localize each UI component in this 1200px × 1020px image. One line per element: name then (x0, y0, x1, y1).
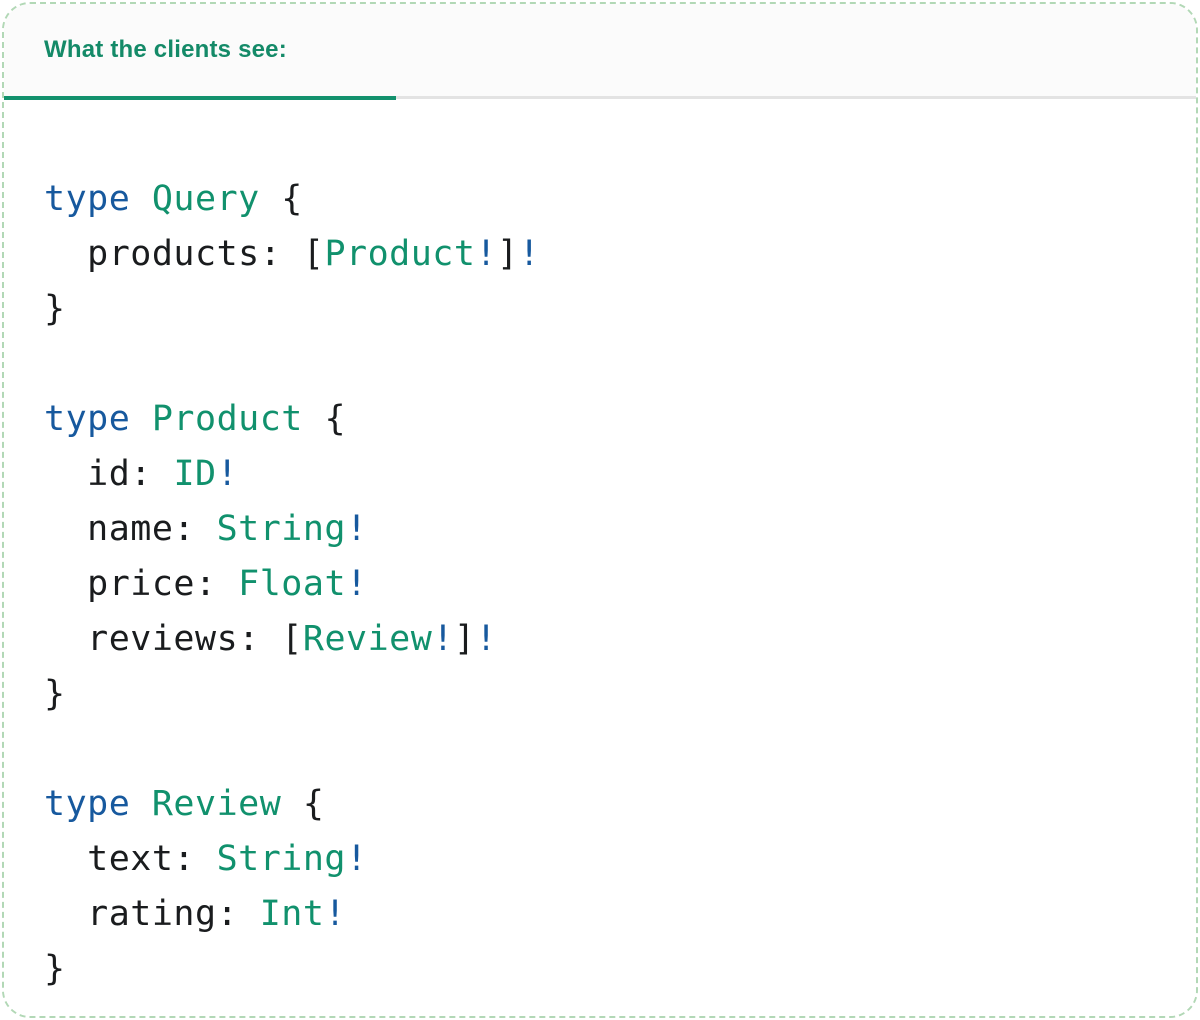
code-token: ! (346, 839, 368, 879)
code-line (44, 337, 1156, 392)
code-line: } (44, 282, 1156, 337)
code-token: Float (238, 564, 347, 604)
code-line: } (44, 942, 1156, 997)
code-token: } (44, 289, 66, 329)
code-token: ! (346, 509, 368, 549)
code-token: ] (453, 619, 476, 659)
tab-what-clients-see[interactable]: What the clients see: (44, 36, 287, 63)
code-token: ID (173, 454, 217, 494)
code-line: reviews: [Review!]! (44, 612, 1156, 667)
code-token: ] (497, 234, 519, 274)
code-token: text: (44, 839, 217, 879)
code-token: String (216, 509, 347, 549)
code-block: type Query { products: [Product!]!} type… (4, 134, 1196, 1016)
code-line: type Query { (44, 172, 1156, 227)
code-token: ! (432, 619, 454, 659)
code-line: } (44, 667, 1156, 722)
code-token: Query (151, 179, 282, 219)
code-line: type Product { (44, 392, 1156, 447)
code-line (44, 722, 1156, 777)
panel-tab-bar: What the clients see: (4, 4, 1196, 100)
code-token: ! (518, 234, 541, 274)
code-token: reviews: [ (44, 619, 303, 659)
code-token: { (281, 179, 303, 219)
active-tab-underline (4, 96, 396, 100)
code-line: text: String! (44, 832, 1156, 887)
code-line: rating: Int! (44, 887, 1156, 942)
code-token: type (44, 179, 152, 219)
code-token: type (44, 399, 152, 439)
code-token: ! (346, 564, 368, 604)
code-line: products: [Product!]! (44, 227, 1156, 282)
code-token: name: (44, 509, 217, 549)
code-token: ! (475, 234, 498, 274)
code-token: ! (216, 454, 239, 494)
code-line: price: Float! (44, 557, 1156, 612)
code-token: rating: (44, 894, 260, 934)
code-token: } (44, 674, 66, 714)
code-token: id: (44, 454, 174, 494)
code-token: { (324, 399, 347, 439)
code-token: Review (302, 619, 433, 659)
code-token: ! (324, 894, 347, 934)
code-token: { (302, 784, 325, 824)
code-token: } (44, 949, 66, 989)
code-line: id: ID! (44, 447, 1156, 502)
code-line: type Review { (44, 777, 1156, 832)
code-token: ! (475, 619, 498, 659)
code-token: String (216, 839, 347, 879)
code-token: Int (259, 894, 325, 934)
code-token: price: (44, 564, 239, 604)
code-line: name: String! (44, 502, 1156, 557)
code-token: Product (151, 399, 325, 439)
code-token: Product (324, 234, 476, 274)
code-token: type (44, 784, 152, 824)
code-token: Review (151, 784, 303, 824)
code-token: products: [ (44, 234, 325, 274)
